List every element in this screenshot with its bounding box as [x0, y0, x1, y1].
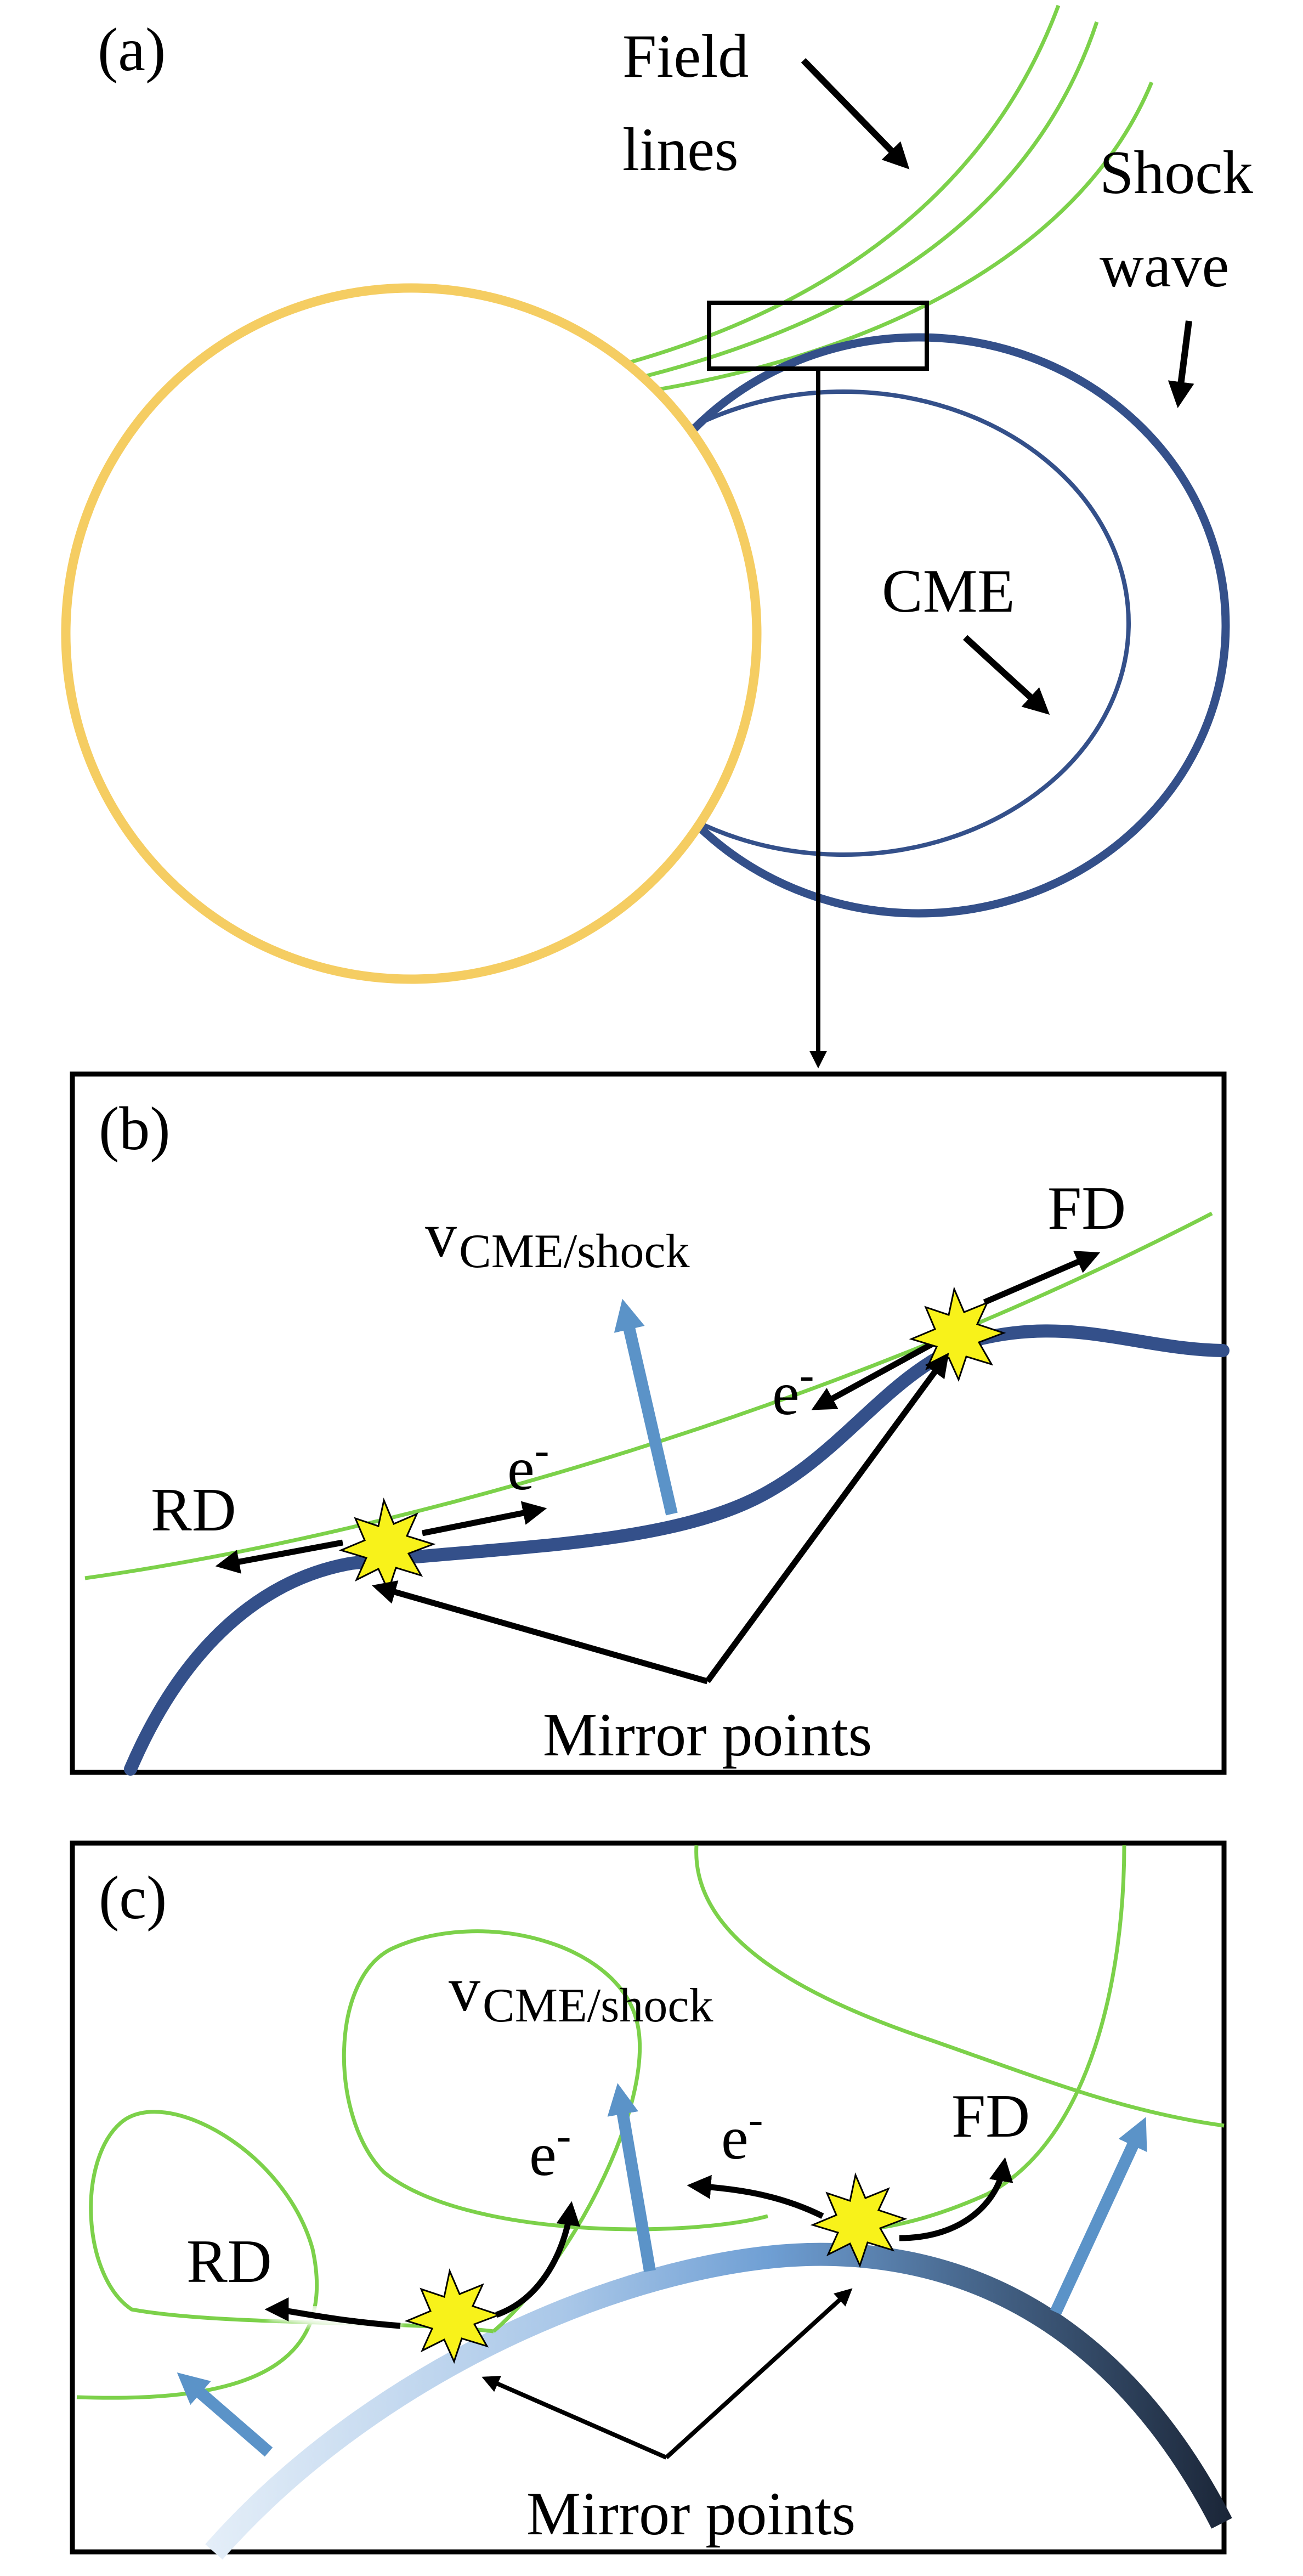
mirror-point-burst — [404, 2268, 502, 2364]
panel-c-tag: (c) — [99, 1864, 167, 1932]
rd-arrow — [264, 2297, 401, 2329]
shock-front — [124, 1324, 1230, 1776]
electron-arrow-backward — [687, 2174, 824, 2219]
field-line-right — [839, 1845, 1126, 2233]
fd-label: FD — [951, 2082, 1030, 2150]
electron-arrow-backward — [811, 1341, 934, 1410]
rd-label: RD — [186, 2228, 272, 2296]
velocity-label: vCME/shock — [425, 1200, 689, 1278]
field-lines-label-1: Field — [622, 22, 749, 91]
mirror-pointer-left — [481, 2376, 667, 2460]
velocity-arrow — [177, 2372, 273, 2457]
mirror-pointer-right — [705, 1352, 949, 1684]
electron-arrow-forward — [495, 2201, 581, 2318]
velocity-arrow — [1050, 2117, 1147, 2315]
field-line-open — [694, 1845, 1225, 2128]
shock-label-2: wave — [1100, 232, 1229, 300]
shock-pointer — [1168, 320, 1194, 409]
electron-label: e- — [721, 2095, 763, 2172]
field-lines-label-2: lines — [622, 116, 739, 184]
shock-label-1: Shock — [1100, 139, 1253, 207]
electron-label: e- — [772, 1351, 814, 1428]
rd-arrow — [215, 1539, 344, 1574]
velocity-arrow — [614, 1298, 678, 1516]
shock-front — [205, 2242, 1232, 2560]
field-lines-pointer — [801, 58, 910, 170]
panel-a: (a) Field lines Shock wave CME — [61, 4, 1253, 1069]
panel-c-frame — [70, 1840, 1227, 2555]
electron-arrow-forward — [421, 1501, 547, 1536]
cme-pointer — [962, 635, 1050, 715]
velocity-arrow — [607, 2083, 656, 2272]
mirror-points-label: Mirror points — [526, 2480, 856, 2548]
field-line — [636, 21, 1099, 381]
electron-label: e- — [507, 1426, 549, 1503]
panel-b: (b) vCME/shock e- e- FD RD Mirror points — [70, 1071, 1230, 1776]
mirror-points-label: Mirror points — [543, 1701, 872, 1769]
mirror-pointer-left — [372, 1580, 709, 1685]
panel-c: (c) vCME/shock e- e- FD RD Mirr — [70, 1840, 1232, 2560]
sun — [61, 283, 762, 984]
panel-b-tag: (b) — [99, 1095, 171, 1163]
fd-arrow — [899, 2157, 1013, 2241]
fd-arrow — [983, 1251, 1101, 1306]
velocity-label: vCME/shock — [449, 1954, 713, 2032]
electron-label: e- — [529, 2112, 571, 2189]
mirror-pointer-right — [665, 2288, 853, 2459]
panel-a-tag: (a) — [98, 16, 166, 84]
rd-label: RD — [151, 1476, 236, 1544]
field-line — [630, 4, 1061, 364]
field-line-loop-left — [76, 2110, 494, 2400]
mirror-point-burst — [810, 2172, 908, 2268]
fd-label: FD — [1047, 1174, 1126, 1242]
cme-label: CME — [882, 557, 1015, 625]
